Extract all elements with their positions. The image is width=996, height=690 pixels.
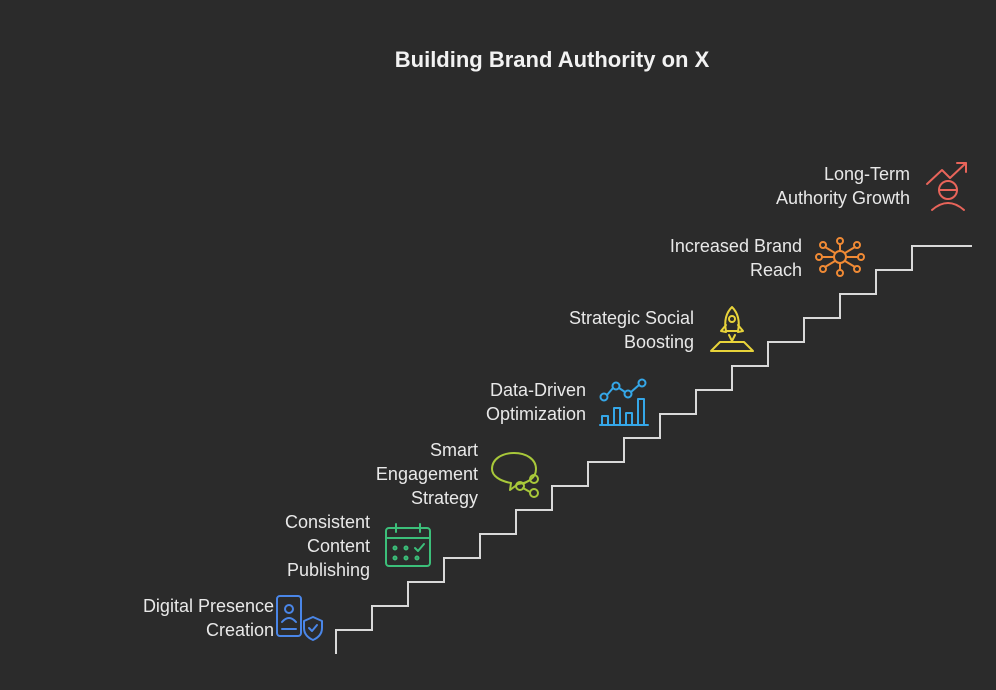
step-label-increased-reach: Increased Brand Reach <box>669 236 802 280</box>
analytics-chart-icon <box>599 378 649 426</box>
step-label-consistent-content: Consistent Content Publishing <box>284 512 370 580</box>
step-label-data-driven: Data-Driven Optimization <box>485 380 586 424</box>
network-hub-icon <box>815 237 865 277</box>
staircase-line <box>335 245 972 654</box>
calendar-check-icon <box>385 523 431 567</box>
diagram-title: Building Brand Authority on X <box>394 47 710 72</box>
step-label-smart-engagement: Smart Engagement Strategy <box>375 440 478 508</box>
step-label-strategic-social: Strategic Social Boosting <box>568 308 694 352</box>
id-badge-shield-icon <box>276 595 323 641</box>
person-growth-icon <box>926 162 967 211</box>
step-label-digital-presence: Digital Presence Creation <box>142 596 274 640</box>
step-label-long-term-authority: Long-Term Authority Growth <box>775 164 910 208</box>
rocket-launch-icon <box>710 306 754 352</box>
chat-share-icon <box>491 452 539 498</box>
